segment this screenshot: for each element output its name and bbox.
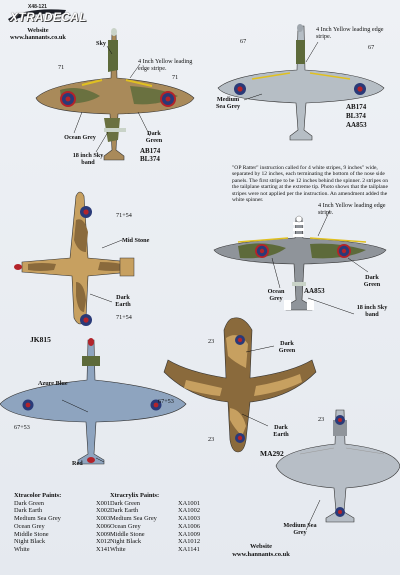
serial-aa853-ur: AA853 [346,121,367,129]
label-67-53-left: 67+53 [14,424,30,431]
label-ocean-grey-mr: Ocean Grey [267,288,285,302]
spitfire-upper-right [217,24,385,141]
label-yellow-stripe-ur: 4 Inch Yellow leading edge stripe. [316,26,384,40]
label-71-left: 71 [58,64,65,71]
brand-logo: X48-121 XTRADECAL [6,4,86,24]
spitfire-lower-middle [163,317,317,453]
label-sky-band-mr: 18 inch Sky band [356,304,388,318]
logo-swoosh-icon [8,9,66,22]
label-dark-green-mr: Dark Green [363,274,381,288]
pointer-lines [61,41,369,531]
spitfire-lower-left [0,338,187,465]
spitfire-lower-right [275,409,400,523]
serial-aa853-mr: AA853 [304,287,325,295]
label-red: Red [72,460,83,467]
footer-website-label: Website [249,543,273,550]
header-website-url: www.hannants.co.uk [10,34,66,42]
serial-bl374-ul: BL374 [140,155,160,163]
label-67-53-right: 67+53 [158,398,174,405]
label-dark-earth-ml: Dark Earth [115,294,131,308]
label-23-bottom-lm: 23 [208,436,215,443]
spitfire-upper-left [35,28,195,161]
serial-jk815: JK815 [30,335,51,344]
label-sky: Sky [96,40,106,47]
label-71-54-top: 71+54 [116,212,132,219]
header-website-label: Website [27,27,49,34]
serial-ma292: MA292 [260,449,284,458]
serial-ab174-ur: AB174 [346,103,367,111]
footer-website-url: www.hannants.co.uk [232,551,290,558]
op-ratter-note: "OP Ratter" instruction called for 4 whi… [232,165,389,204]
serial-ab174-ul: AB174 [140,147,161,155]
label-dark-green-lm: Dark Green [278,340,296,354]
label-67-right: 67 [368,44,375,51]
spitfire-mid-left [14,191,135,326]
label-dark-earth-lm: Dark Earth [273,424,289,438]
label-23-top-lm: 23 [208,338,215,345]
product-code: X48-121 [28,4,47,10]
label-yellow-stripe-ul: 4 Inch Yellow leading edge stripe. [138,58,193,72]
brand-name: XTRADECAL [10,10,87,24]
label-dark-green-ul: Dark Green [145,130,163,144]
label-sky-band-ul: 18 inch Sky band [72,152,104,166]
label-medium-sea-grey-lr: Medium Sea Grey [283,522,317,536]
label-mid-stone: Mid Stone [122,237,150,244]
label-71-54-bottom: 71+54 [116,314,132,321]
xtracolor-title: Xtracolor Paints: [14,492,62,499]
label-azure-blue: Azure Blue [38,380,68,387]
spitfire-mid-right [213,215,387,311]
footer-website: Website www.hannants.co.uk [226,543,296,559]
xtracrylix-title: Xtracrylix Paints: [110,492,160,499]
label-medium-sea-grey-ur: Medium Sea Grey [215,96,241,110]
label-67-left: 67 [240,38,247,45]
label-ocean-grey-ul: Ocean Grey [64,134,96,141]
label-23-lr: 23 [318,416,325,423]
serial-bl374-ur: BL374 [346,112,366,120]
header-website: Website www.hannants.co.uk [10,27,66,41]
label-yellow-stripe-mr: 4 Inch Yellow leading edge stripe. [318,202,386,216]
label-71-right: 71 [172,74,179,81]
